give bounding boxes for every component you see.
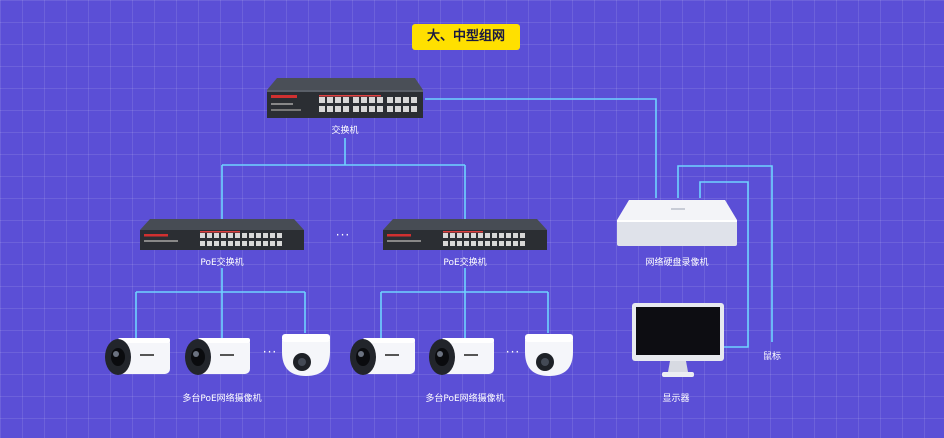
bullet-camera-icon [105, 338, 170, 375]
wire-core-to-poe [221, 138, 466, 219]
wire-core-to-nvr [425, 98, 657, 198]
monitor-icon [632, 303, 724, 377]
poe-switch-icon [140, 219, 304, 250]
switch-ellipsis: ··· [335, 228, 351, 242]
camera-ellipsis: ··· [262, 345, 278, 359]
camera-group-2-label: 多台PoE网络摄像机 [425, 394, 505, 404]
bullet-camera-icon [429, 338, 494, 375]
wire-nvr-to-mouse [677, 165, 773, 342]
bullet-camera-icon [350, 338, 415, 375]
camera-ellipsis: ··· [505, 345, 521, 359]
dome-camera-icon [525, 334, 573, 376]
wire-poe2-to-cameras [380, 268, 549, 340]
nvr-label: 网络硬盘录像机 [645, 258, 709, 268]
diagram-title: 大、中型组网 [412, 24, 520, 50]
wire-nvr-to-monitor [699, 181, 749, 348]
poe-switch-1-label: PoE交换机 [200, 258, 244, 268]
monitor-label: 显示器 [662, 394, 690, 404]
poe-switch-icon [383, 219, 547, 250]
nvr-icon [617, 200, 737, 246]
dome-camera-icon [282, 334, 330, 376]
mouse-label: 鼠标 [762, 352, 782, 362]
bullet-camera-icon [185, 338, 250, 375]
camera-group-1-label: 多台PoE网络摄像机 [182, 394, 262, 404]
wire-poe1-to-cameras [135, 268, 306, 340]
poe-switch-2-label: PoE交换机 [443, 258, 487, 268]
core-switch-label: 交换机 [331, 126, 359, 136]
core-switch-icon [267, 78, 423, 118]
